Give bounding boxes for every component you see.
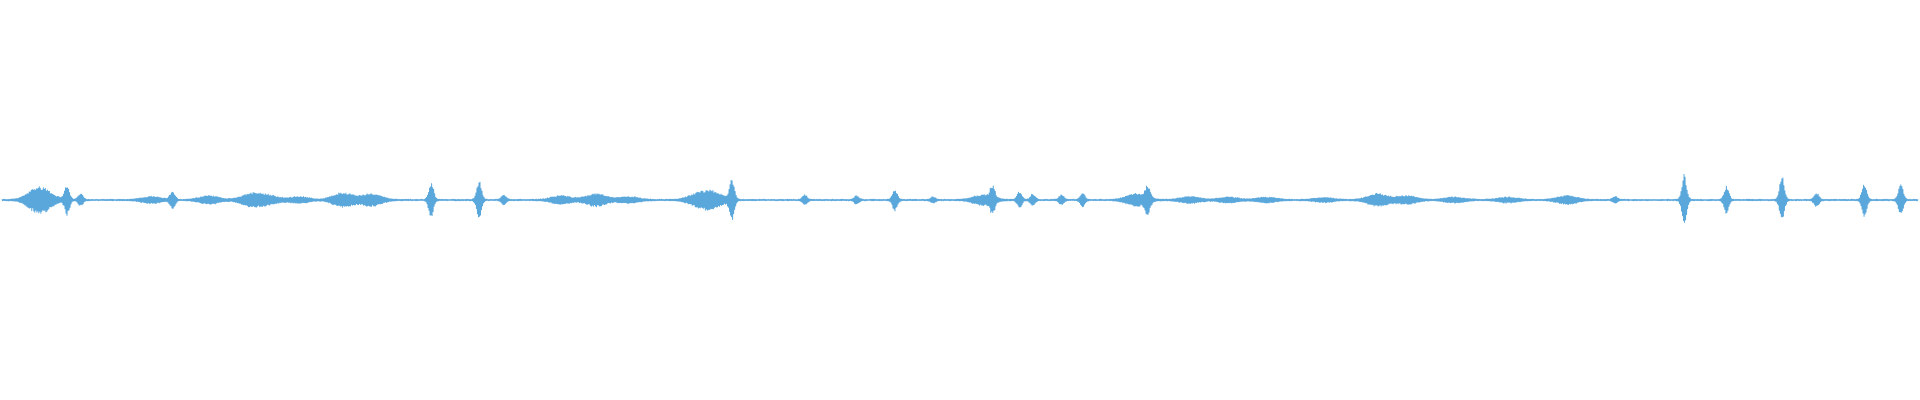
waveform-trace <box>1 173 1919 223</box>
